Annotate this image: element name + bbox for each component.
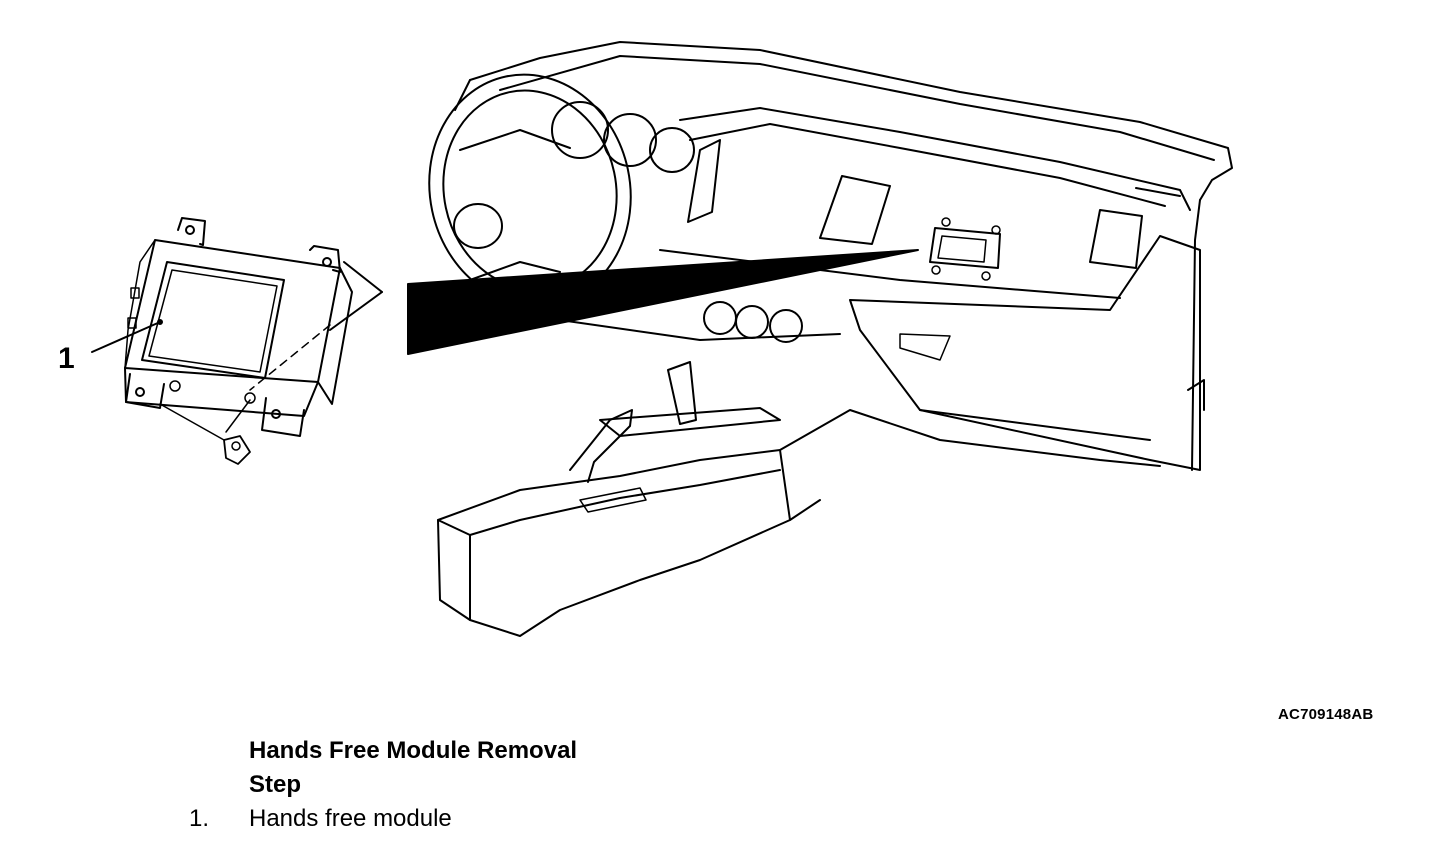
step-number: 1.	[189, 805, 210, 832]
hands-free-module-installed	[929, 217, 1001, 281]
step-row: 1. Hands free module	[0, 805, 800, 837]
vehicle-dashboard	[428, 41, 1233, 637]
hands-free-module-exploded	[91, 217, 353, 465]
figure-code: AC709148AB	[1278, 706, 1374, 723]
callout-number: 1	[58, 342, 75, 375]
dashboard-illustration	[91, 41, 1233, 637]
procedure-title: Hands Free Module Removal	[249, 737, 578, 764]
step-heading: Step	[249, 771, 302, 798]
location-pointer-wedge	[407, 249, 919, 355]
step-label: Hands free module	[249, 805, 452, 832]
